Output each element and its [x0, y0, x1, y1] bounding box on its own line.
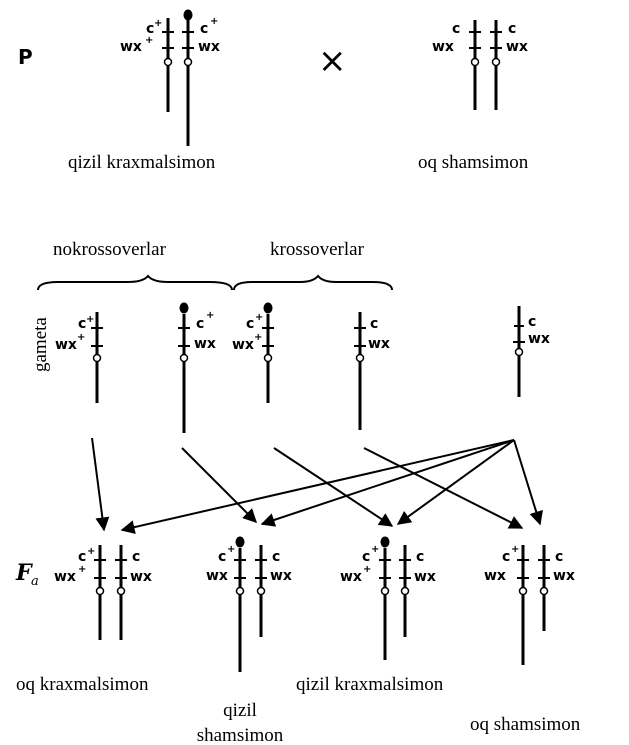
parent1-chromosome-left: [162, 18, 174, 112]
offspring1-chromosome-pair: c + wx + c wx: [54, 545, 152, 640]
offspring1-gene-c: c: [78, 549, 86, 565]
offspring1-gene-wx: wx: [54, 569, 76, 585]
arrow-gamete1-to-offspring1: [91, 437, 110, 532]
parent1-chromosome-right: [182, 9, 194, 146]
parent2-chromosome-pair: c wx c wx: [432, 20, 528, 110]
offspring1-gene-wx-right: wx: [130, 569, 152, 585]
nonrecombinant-label: nokrossoverlar: [53, 239, 167, 260]
arrow-tester-to-offspring3: [396, 439, 515, 525]
tester-gamete: c wx: [513, 306, 550, 397]
parent1-gene-wx: wx: [120, 39, 142, 55]
parent1-phenotype-label: qizil kraxmalsimon: [68, 152, 216, 173]
gamete3-gene-c: c: [246, 316, 254, 332]
parent2-chromosome-right: [490, 20, 502, 110]
cross-symbol: ×: [318, 41, 347, 81]
arrow-gamete2-to-offspring2: [181, 447, 257, 523]
offspring2-gene-c: c: [218, 549, 226, 565]
offspring4-gene-wx-right: wx: [553, 568, 575, 584]
offspring2-gene-wx: wx: [206, 568, 228, 584]
offspring2-phenotype-label-line2: shamsimon: [197, 725, 284, 745]
recombinant-label: krossoverlar: [270, 239, 365, 260]
offspring4-gene-wx: wx: [484, 568, 506, 584]
offspring3-chromosome-pair: c + wx + c wx: [340, 536, 436, 660]
arrow-tester-to-offspring2: [260, 439, 515, 527]
offspring3-gene-c-right: c: [416, 549, 424, 565]
parent1-allele-c-plus-right: +: [210, 16, 218, 27]
gamete2-allele-c-plus: +: [206, 310, 214, 321]
offspring1-allele-wx-plus: +: [78, 564, 86, 575]
offspring3-allele-c-plus: +: [371, 544, 379, 555]
offspring1-allele-c-plus: +: [87, 546, 95, 557]
offspring1-phenotype-label: oq kraxmalsimon: [16, 674, 149, 695]
parent2-gene-c: c: [452, 21, 460, 37]
gamete1-gene-c: c: [78, 316, 86, 332]
offspring4-gene-c: c: [502, 549, 510, 565]
offspring3-gene-wx-right: wx: [414, 569, 436, 585]
parent1-gene-wx-right: wx: [198, 39, 220, 55]
gamete-arrows: [91, 437, 543, 535]
offspring4-phenotype-label: oq shamsimon: [470, 714, 581, 735]
offspring2-gene-wx-right: wx: [270, 568, 292, 584]
gamete-c-wx-knob: c + wx: [178, 302, 216, 433]
gamete4-gene-wx: wx: [368, 336, 390, 352]
parent2-chromosome-left: [469, 20, 481, 110]
parent2-gene-wx: wx: [432, 39, 454, 55]
arrow-gamete4-to-offspring4: [363, 447, 524, 529]
gamete2-gene-wx: wx: [194, 336, 216, 352]
gamete2-gene-c: c: [196, 316, 204, 332]
offspring4-gene-c-right: c: [555, 549, 563, 565]
parent2-phenotype-label: oq shamsimon: [418, 152, 529, 173]
arrow-tester-to-offspring4: [513, 439, 543, 526]
nonrecombinant-brace: [37, 274, 233, 291]
offspring3-allele-wx-plus: +: [363, 564, 371, 575]
arrow-gamete3-to-offspring3: [273, 447, 394, 527]
gamete4-gene-c: c: [370, 316, 378, 332]
offspring2-gene-c-right: c: [272, 549, 280, 565]
offspring4-allele-c-plus: +: [511, 544, 519, 555]
offspring-generation-label: F: [15, 560, 33, 586]
gamete3-allele-c-plus: +: [255, 312, 263, 323]
parent1-gene-c-right: c: [200, 21, 208, 37]
offspring3-phenotype-label: qizil kraxmalsimon: [296, 674, 444, 695]
parent2-gene-c-right: c: [508, 21, 516, 37]
offspring1-gene-c-right: c: [132, 549, 140, 565]
parent1-allele-wx-plus: +: [145, 35, 153, 46]
gamete-side-label: gameta: [30, 317, 51, 372]
parent1-chromosome-pair: c + wx + c + wx: [120, 9, 220, 146]
offspring3-gene-c: c: [362, 549, 370, 565]
gamete-crossover-plain: c wx: [354, 312, 390, 430]
gamete1-gene-wx: wx: [55, 337, 77, 353]
arrow-tester-to-offspring1: [120, 439, 515, 535]
parent-generation-label: P: [18, 45, 33, 69]
offspring3-gene-wx: wx: [340, 569, 362, 585]
gamete3-allele-wx-plus: +: [254, 332, 262, 343]
offspring2-chromosome-pair: c + wx c wx: [206, 536, 292, 672]
gamete3-gene-wx: wx: [232, 337, 254, 353]
gamete1-allele-c-plus: +: [86, 314, 94, 325]
offspring4-chromosome-pair: c + wx c wx: [484, 544, 575, 665]
gamete1-allele-wx-plus: +: [77, 332, 85, 343]
gamete-c-plus-wx-plus: c + wx +: [55, 312, 103, 403]
recombinant-brace: [233, 274, 393, 291]
tester-gene-c: c: [528, 314, 536, 330]
tester-gene-wx: wx: [528, 331, 550, 347]
offspring-generation-subscript: a: [31, 574, 39, 589]
parent1-allele-c-plus: +: [154, 18, 162, 29]
gamete-crossover-knob: c + wx +: [232, 302, 274, 403]
parent1-gene-c: c: [146, 21, 154, 37]
offspring2-phenotype-label-line1: qizil: [223, 700, 257, 721]
offspring2-allele-c-plus: +: [227, 544, 235, 555]
parent2-gene-wx-right: wx: [506, 39, 528, 55]
